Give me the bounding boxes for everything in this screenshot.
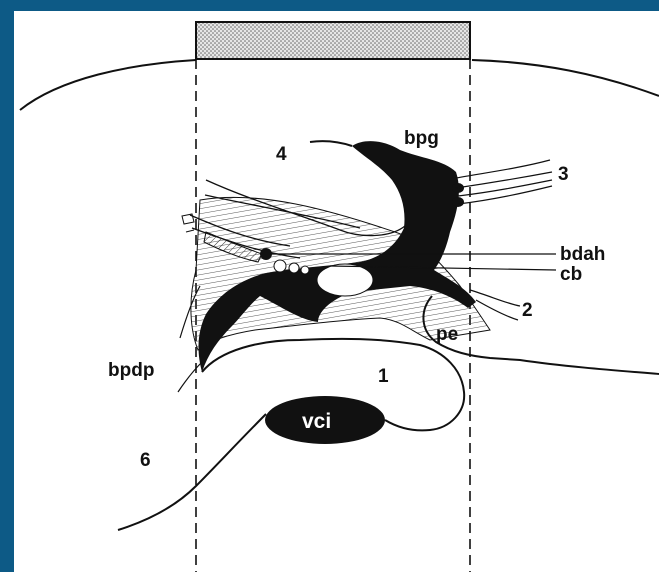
cystic-area xyxy=(317,264,373,296)
label-cb: cb xyxy=(560,264,582,285)
label-bpg: bpg xyxy=(404,128,439,149)
label-pe: pe xyxy=(436,324,458,345)
artery-dot-2 xyxy=(452,197,464,207)
label-vci: vci xyxy=(302,410,331,433)
probe-rectangle xyxy=(196,22,470,59)
label-2: 2 xyxy=(522,300,533,321)
small-duct-circle-2 xyxy=(289,263,299,273)
label-1: 1 xyxy=(378,366,389,387)
label-4: 4 xyxy=(276,144,287,165)
small-duct-circle-3 xyxy=(301,266,309,274)
label-bdah: bdah xyxy=(560,244,605,265)
small-duct-circle-1 xyxy=(274,260,286,272)
label-bpdp: bpdp xyxy=(108,360,154,381)
label-6: 6 xyxy=(140,450,151,471)
label-3: 3 xyxy=(558,164,569,185)
